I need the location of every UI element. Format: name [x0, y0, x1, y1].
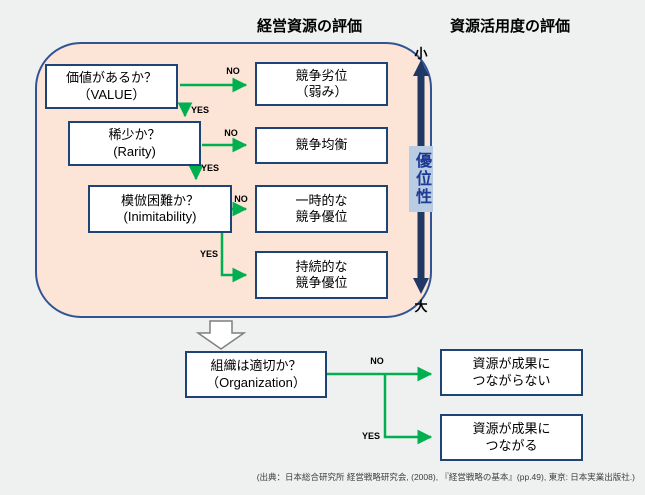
- arrow-organization-yes: [383, 374, 433, 445]
- rarity-question-box: 稀少か？ (Rarity): [68, 121, 201, 166]
- competitive-disadvantage-line1: 競争劣位: [295, 67, 348, 83]
- title-resource-utilization-evaluation: 資源活用度の評価: [450, 18, 571, 35]
- value-question-box: 価値があるか？ （VALUE）: [45, 64, 178, 109]
- inimitability-question-line2: (Inimitability): [123, 209, 197, 224]
- label-yes-rarity: YES: [201, 163, 220, 173]
- advantage-vertical-label: 優位性: [409, 146, 433, 212]
- axis-small-label: 小: [414, 46, 428, 61]
- label-no-value: NO: [226, 66, 240, 76]
- rarity-question-line2: (Rarity): [113, 143, 156, 159]
- competitive-parity-box: 競争均衡: [255, 127, 388, 164]
- yes-result-box: 資源が成果に つながる: [440, 414, 583, 461]
- no-result-line2: つながらない: [472, 372, 551, 388]
- value-question-line2: （VALUE）: [77, 86, 146, 102]
- sustained-advantage-line1: 持続的な: [295, 258, 348, 274]
- sustained-advantage-box: 持続的な 競争優位: [255, 251, 388, 299]
- label-no-inimitability: NO: [234, 194, 248, 204]
- organization-question-box: 組織は適切か？ （Organization）: [185, 351, 327, 398]
- value-question-line1: 価値があるか？: [65, 70, 157, 86]
- source-citation: (出典：日本総合研究所 経営戦略研究会, (2008), 『経営戦略の基本』(p…: [256, 472, 635, 482]
- competitive-disadvantage-box: 競争劣位 （弱み）: [255, 62, 388, 106]
- inimitability-question-line1: 模倣困難か？: [120, 192, 199, 208]
- label-yes-value: YES: [191, 105, 210, 115]
- yes-result-line2: つながる: [485, 437, 538, 453]
- sustained-advantage-line2: 競争優位: [295, 275, 348, 290]
- label-yes-organization: YES: [361, 431, 380, 441]
- title-resource-evaluation: 経営資源の評価: [257, 18, 363, 35]
- competitive-disadvantage-line2: （弱み）: [295, 84, 348, 99]
- competitive-parity-label: 競争均衡: [295, 137, 348, 153]
- temporary-advantage-line1: 一時的な: [295, 192, 348, 208]
- down-block-arrow: [195, 320, 247, 350]
- axis-large-label: 大: [414, 299, 428, 314]
- label-no-rarity: NO: [224, 128, 238, 138]
- no-result-box: 資源が成果に つながらない: [440, 349, 583, 396]
- rarity-question-line1: 稀少か？: [108, 127, 161, 143]
- temporary-advantage-line2: 競争優位: [295, 209, 348, 224]
- inimitability-question-box: 模倣困難か？ (Inimitability): [88, 185, 232, 233]
- organization-question-line1: 組織は適切か？: [210, 358, 302, 374]
- yes-result-line1: 資源が成果に: [472, 421, 551, 437]
- label-no-organization: NO: [370, 356, 384, 366]
- no-result-line1: 資源が成果に: [472, 356, 551, 372]
- label-yes-inimitability: YES: [199, 249, 218, 259]
- organization-question-line2: （Organization）: [206, 374, 306, 390]
- temporary-advantage-box: 一時的な 競争優位: [255, 185, 388, 233]
